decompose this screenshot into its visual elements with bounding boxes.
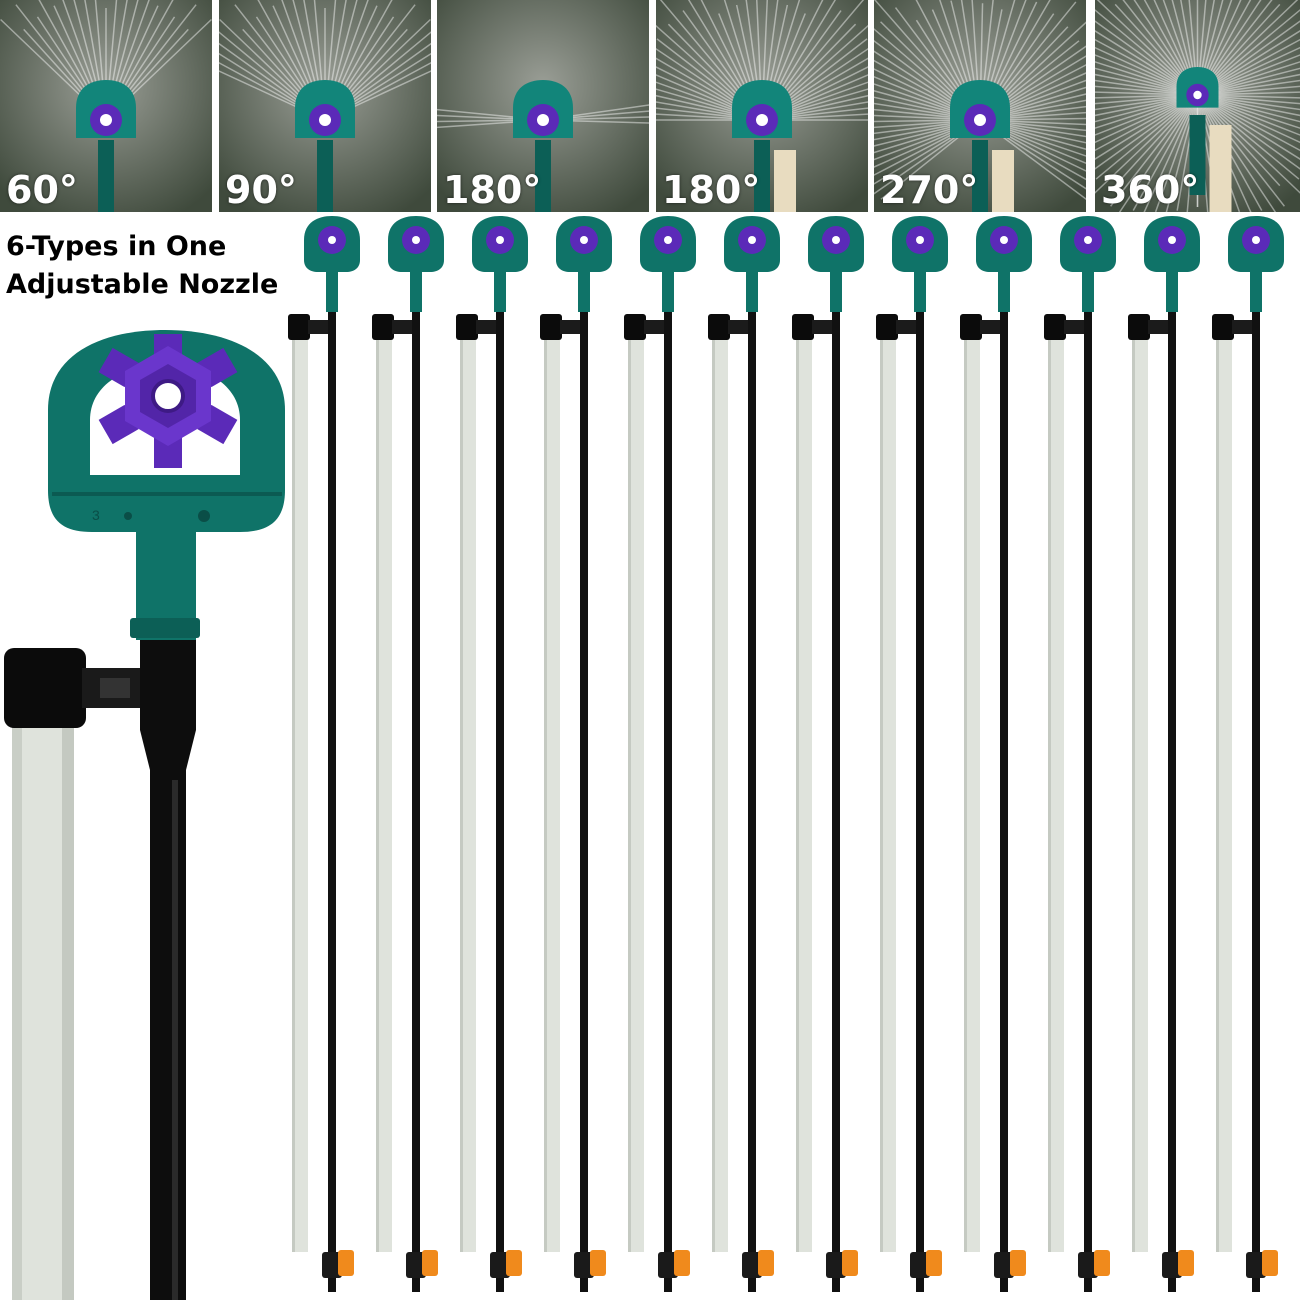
- spray-illustration: [656, 0, 868, 212]
- closeup-clamp: [4, 648, 86, 728]
- spray-illustration: [437, 0, 649, 212]
- headline-line-1: 6-Types in One: [6, 231, 227, 262]
- spray-angle-label: 60°: [6, 168, 78, 212]
- spray-photo-4: 180°: [656, 0, 868, 212]
- spray-angle-label: 180°: [662, 168, 761, 212]
- stake-assembly-9: [960, 216, 1032, 1292]
- spray-photo-2: 90°: [219, 0, 431, 212]
- stake-assembly-3: [456, 216, 528, 1292]
- stake-assembly-11: [1128, 216, 1200, 1292]
- spray-illustration: [0, 0, 212, 212]
- spray-angle-label: 360°: [1101, 168, 1200, 212]
- stake-assembly-12: [1212, 216, 1284, 1292]
- closeup-nozzle-number: 3: [92, 507, 100, 523]
- stake-assembly-10: [1044, 216, 1116, 1292]
- stake-row: [288, 216, 1284, 1292]
- headline: 6-Types in One Adjustable Nozzle: [6, 228, 278, 304]
- stake-assembly-7: [792, 216, 864, 1292]
- closeup-black-tube: [140, 640, 196, 1300]
- stake-assembly-1: [288, 216, 360, 1292]
- closeup-purple-rotor: [98, 334, 238, 468]
- spray-angle-label: 270°: [880, 168, 979, 212]
- spray-photo-3: 180°: [437, 0, 649, 212]
- stake-assembly-8: [876, 216, 948, 1292]
- spray-photo-6: 360°: [1095, 0, 1300, 212]
- spray-angle-label: 180°: [443, 168, 542, 212]
- headline-line-2: Adjustable Nozzle: [6, 269, 279, 300]
- spray-photo-5: 270°: [874, 0, 1086, 212]
- stake-assembly-2: [372, 216, 444, 1292]
- nozzle-closeup: 3: [4, 330, 285, 1300]
- spray-illustration: [1095, 0, 1300, 212]
- spray-photo-1: 60°: [0, 0, 212, 212]
- spray-illustration: [874, 0, 1086, 212]
- stake-assembly-5: [624, 216, 696, 1292]
- spray-angle-label: 90°: [225, 168, 297, 212]
- stake-assembly-6: [708, 216, 780, 1292]
- spray-illustration: [219, 0, 431, 212]
- spray-photo-strip: 60° 90° 180° 180° 270° 360°: [0, 0, 1300, 212]
- stake-assembly-4: [540, 216, 612, 1292]
